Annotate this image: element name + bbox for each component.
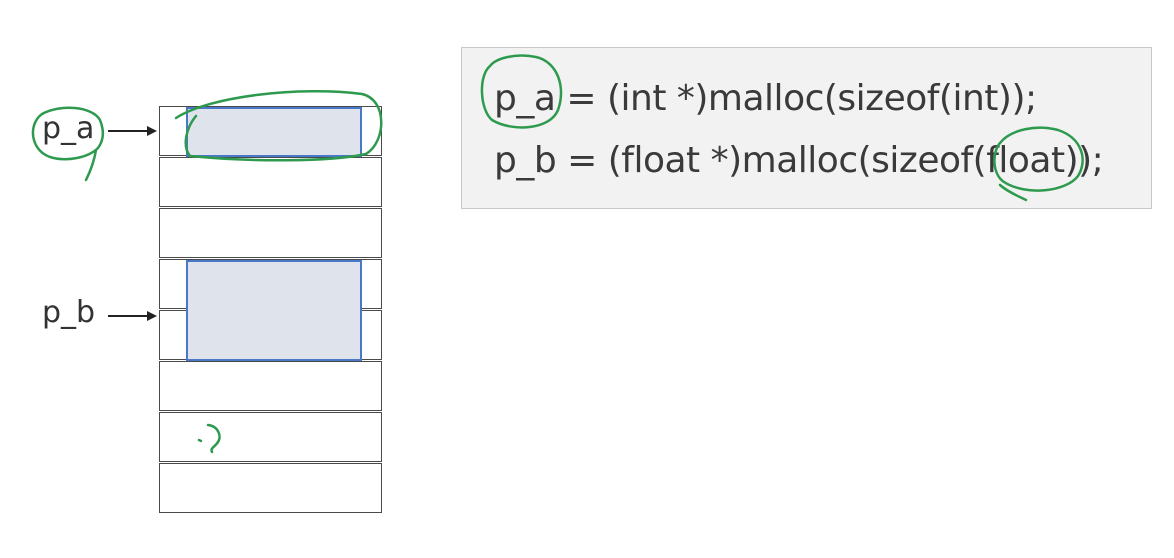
code-panel: p_a = (int *)malloc(sizeof(int)); p_b = … xyxy=(461,47,1152,209)
arrow-head-icon xyxy=(147,311,157,321)
arrow-head-icon xyxy=(147,126,157,136)
memory-cell xyxy=(159,157,382,207)
allocated-block-int xyxy=(186,107,362,157)
allocated-block-float xyxy=(186,260,362,361)
memory-cell xyxy=(159,463,382,513)
pointer-label-p-a: p_a xyxy=(42,111,95,146)
pointer-arrow-p-a xyxy=(108,130,148,132)
memory-diagram xyxy=(159,106,384,515)
memory-cell xyxy=(159,412,382,462)
pointer-arrow-p-b xyxy=(108,315,148,317)
pointer-label-p-b: p_b xyxy=(42,295,96,330)
code-line-2: p_b = (float *)malloc(sizeof(float)); xyxy=(494,140,1104,181)
memory-cell xyxy=(159,361,382,411)
code-line-1: p_a = (int *)malloc(sizeof(int)); xyxy=(494,78,1037,119)
memory-cell xyxy=(159,208,382,258)
